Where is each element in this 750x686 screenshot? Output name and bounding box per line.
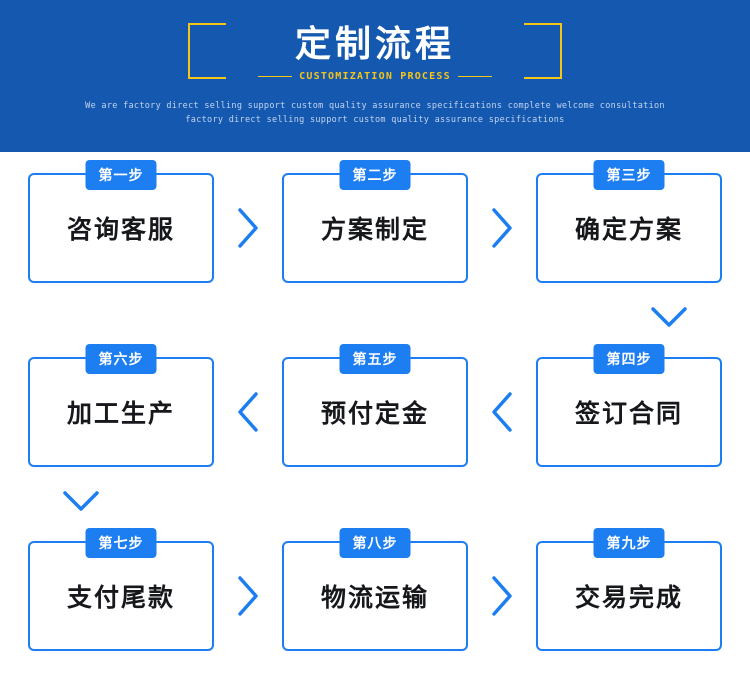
step-label: 支付尾款: [66, 584, 175, 612]
step-label: 签订合同: [574, 400, 683, 428]
arrow-slot: [214, 541, 282, 651]
step-label: 方案制定: [320, 216, 429, 244]
header-content: 定制流程 CUSTOMIZATION PROCESS We are factor…: [0, 0, 750, 152]
chevron-down-icon: [63, 491, 99, 511]
header-description-line-1: We are factory direct selling support cu…: [85, 101, 665, 111]
step-badge: 第二步: [339, 160, 411, 190]
step-badge: 第三步: [593, 160, 665, 190]
subtitle-line-left: [258, 75, 293, 77]
flow-step-card[interactable]: 第九步 交易完成: [536, 528, 722, 651]
step-badge: 第六步: [85, 344, 157, 374]
flow-step-card[interactable]: 第六步 加工生产: [28, 344, 214, 467]
connector-down-right: [647, 304, 691, 330]
flow-step-card[interactable]: 第二步 方案制定: [282, 160, 468, 283]
chevron-right-icon: [238, 576, 258, 616]
subtitle-line-right: [457, 75, 492, 77]
step-badge: 第七步: [85, 528, 157, 558]
chevron-right-icon: [238, 208, 258, 248]
flow-row-2: 第六步 加工生产 第五步 预付定金 第四步 签订合同: [0, 344, 750, 472]
flow-step-card[interactable]: 第八步 物流运输: [282, 528, 468, 651]
step-badge: 第四步: [593, 344, 665, 374]
bracket-left-decoration: [188, 23, 226, 79]
step-label: 预付定金: [320, 400, 429, 428]
connector-down-left: [59, 488, 103, 514]
flow-step-card[interactable]: 第一步 咨询客服: [28, 160, 214, 283]
arrow-slot: [468, 541, 536, 651]
step-badge: 第五步: [339, 344, 411, 374]
subtitle-row: CUSTOMIZATION PROCESS: [258, 71, 492, 82]
arrow-slot: [214, 173, 282, 283]
arrow-slot: [468, 357, 536, 467]
chevron-right-icon: [492, 576, 512, 616]
arrow-slot: [468, 173, 536, 283]
flow-step-card[interactable]: 第三步 确定方案: [536, 160, 722, 283]
chevron-down-icon: [651, 307, 687, 327]
bracket-right-decoration: [524, 23, 562, 79]
step-label: 确定方案: [574, 216, 683, 244]
header-banner: 定制流程 CUSTOMIZATION PROCESS We are factor…: [0, 0, 750, 152]
process-flow: 第一步 咨询客服 第二步 方案制定 第三步 确定方案 第六步 加工生产: [0, 152, 750, 686]
flow-step-card[interactable]: 第四步 签订合同: [536, 344, 722, 467]
page-subtitle: CUSTOMIZATION PROCESS: [299, 70, 451, 82]
step-label: 咨询客服: [66, 216, 175, 244]
flow-step-card[interactable]: 第五步 预付定金: [282, 344, 468, 467]
flow-row-1: 第一步 咨询客服 第二步 方案制定 第三步 确定方案: [0, 160, 750, 288]
step-badge: 第一步: [85, 160, 157, 190]
step-badge: 第八步: [339, 528, 411, 558]
step-label: 加工生产: [66, 400, 175, 428]
title-block: 定制流程 CUSTOMIZATION PROCESS: [188, 17, 562, 87]
page-title: 定制流程: [294, 22, 455, 64]
header-description-line-2: factory direct selling support custom qu…: [185, 115, 565, 125]
step-label: 物流运输: [320, 584, 429, 612]
flow-row-3: 第七步 支付尾款 第八步 物流运输 第九步 交易完成: [0, 528, 750, 656]
step-badge: 第九步: [593, 528, 665, 558]
flow-step-card[interactable]: 第七步 支付尾款: [28, 528, 214, 651]
arrow-slot: [214, 357, 282, 467]
chevron-left-icon: [492, 392, 512, 432]
chevron-right-icon: [492, 208, 512, 248]
step-label: 交易完成: [574, 584, 683, 612]
header-description: We are factory direct selling support cu…: [85, 99, 665, 127]
chevron-left-icon: [238, 392, 258, 432]
